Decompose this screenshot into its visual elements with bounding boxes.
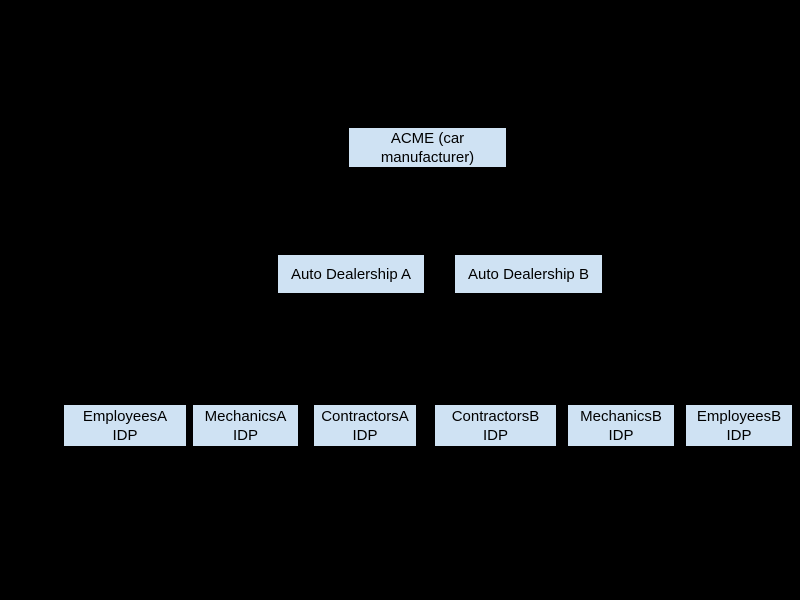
node-mechanics-b-idp: MechanicsB IDP (567, 404, 675, 447)
node-contractors-b-idp: ContractorsB IDP (434, 404, 557, 447)
node-contractors-a-idp: ContractorsA IDP (313, 404, 417, 447)
node-mechanics-a-idp: MechanicsA IDP (192, 404, 299, 447)
node-auto-dealership-b: Auto Dealership B (454, 254, 603, 294)
node-auto-dealership-a: Auto Dealership A (277, 254, 425, 294)
node-employees-a-idp: EmployeesA IDP (63, 404, 187, 447)
node-employees-b-idp: EmployeesB IDP (685, 404, 793, 447)
node-acme: ACME (car manufacturer) (348, 127, 507, 168)
